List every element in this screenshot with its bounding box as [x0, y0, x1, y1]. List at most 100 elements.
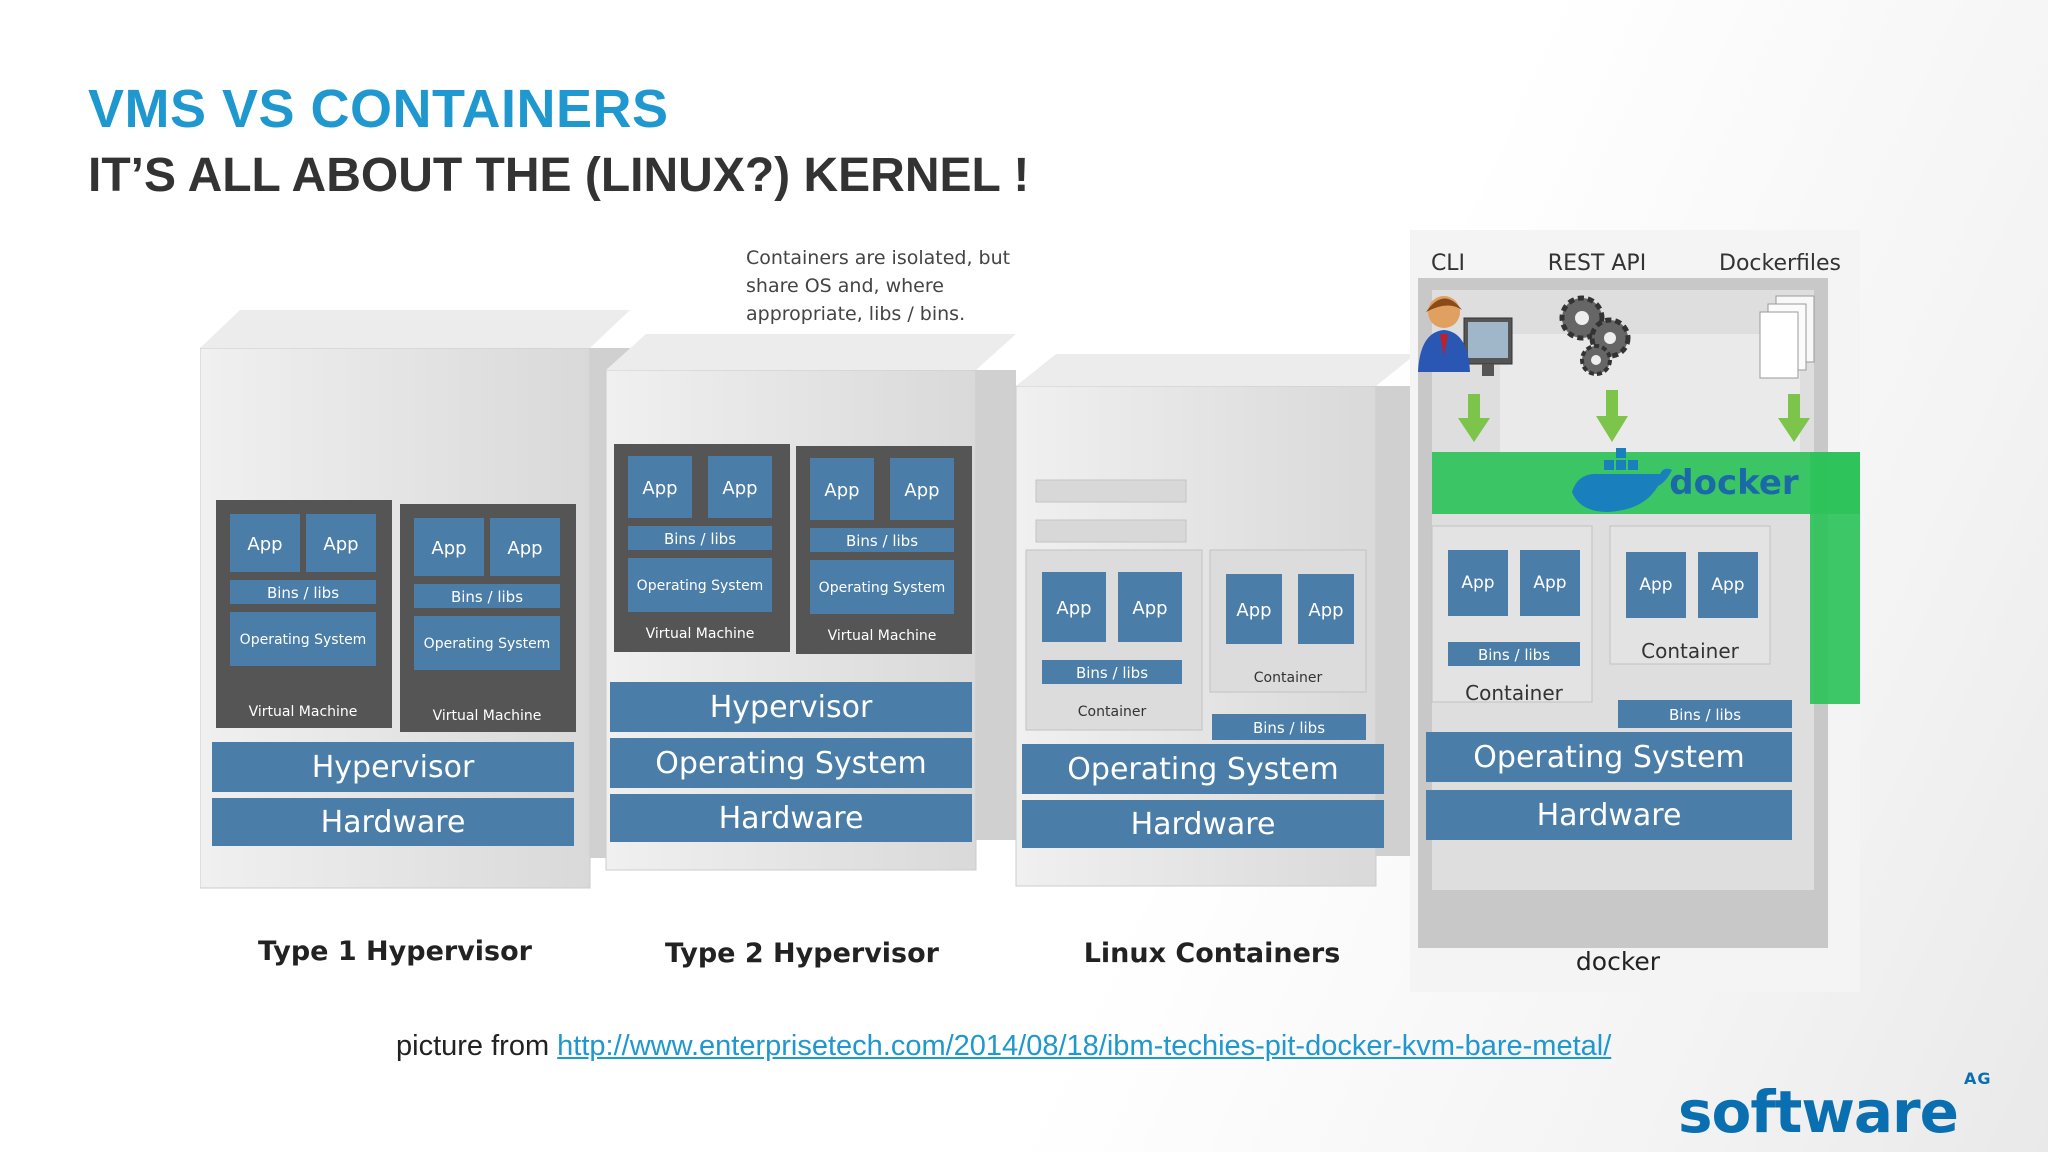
gears-icon: [1559, 295, 1631, 376]
app-label: App: [431, 538, 466, 559]
docker-logo-text: docker: [1669, 463, 1799, 503]
app-label: App: [1461, 573, 1494, 593]
os-label: Operating System: [819, 580, 946, 596]
documents-icon: [1759, 295, 1815, 379]
server-top: [606, 334, 1016, 370]
container-label: Container: [1641, 639, 1740, 663]
app-label: App: [1639, 575, 1672, 595]
logo-suffix: AG: [1964, 1068, 1992, 1088]
app-label: App: [722, 478, 757, 499]
hardware-layer: [212, 798, 574, 846]
drive-bay: [1035, 479, 1187, 503]
hardware-label: Hardware: [1131, 807, 1276, 842]
hardware-layer: [1426, 790, 1792, 840]
source-link[interactable]: http://www.enterprisetech.com/2014/08/18…: [557, 1030, 1612, 1062]
server-face-inner: [1500, 334, 1800, 454]
credit-prefix: picture from: [396, 1030, 558, 1062]
docker-engine-side: [1810, 452, 1860, 704]
container: App App Bins / libs Container: [1025, 549, 1203, 731]
hardware-layer: [1022, 800, 1384, 848]
bins-label: Bins / libs: [846, 532, 918, 550]
hypervisor-layer: [610, 682, 972, 732]
shared-bins-layer: [1618, 700, 1792, 728]
hardware-label: Hardware: [321, 805, 466, 840]
vm-label: Virtual Machine: [249, 704, 358, 720]
logo-text: software: [1678, 1078, 1959, 1146]
bins-label: Bins / libs: [1478, 646, 1550, 664]
linux-containers-group: App App Bins / libs Container App App Co…: [1015, 354, 1416, 969]
bins-label: Bins / libs: [1669, 706, 1741, 724]
app-label: App: [642, 478, 677, 499]
os-layer-label: Operating System: [1473, 740, 1744, 775]
picture-credit: picture from http://www.enterprisetech.c…: [396, 1030, 1611, 1063]
bins-label: Bins / libs: [1076, 664, 1148, 682]
vm-label: Virtual Machine: [433, 708, 542, 724]
container-label: Container: [1465, 681, 1564, 705]
virtual-machine: App App Bins / libs Operating System Vir…: [614, 444, 790, 652]
hypervisor-label: Hypervisor: [312, 750, 475, 785]
rest-api-label: REST API: [1548, 251, 1646, 276]
app-label: App: [1056, 598, 1091, 619]
app-label: App: [824, 480, 859, 501]
hardware-layer: [610, 794, 972, 842]
os-layer: [610, 738, 972, 788]
server-top: [200, 310, 630, 348]
app-label: App: [1308, 600, 1343, 621]
dockerfiles-label: Dockerfiles: [1719, 251, 1841, 276]
bins-label: Bins / libs: [1253, 719, 1325, 737]
vm-label: Virtual Machine: [828, 628, 937, 644]
bins-label: Bins / libs: [664, 530, 736, 548]
down-arrow-icon: [1778, 394, 1810, 442]
hardware-label: Hardware: [1537, 798, 1682, 833]
slide-subtitle: IT’S ALL ABOUT THE (LINUX?) KERNEL !: [88, 149, 1030, 202]
os-layer-label: Operating System: [1067, 752, 1338, 787]
caption-linux: Linux Containers: [1084, 938, 1341, 969]
os-label: Operating System: [637, 578, 764, 594]
os-layer: [1426, 732, 1792, 782]
caption-docker: docker: [1576, 947, 1661, 976]
container: App App Bins / libs Container: [1431, 525, 1593, 705]
container-label: Container: [1078, 704, 1147, 720]
virtual-machine: App App Bins / libs Operating System Vir…: [400, 504, 576, 732]
virtual-machine: App App Bins / libs Operating System Vir…: [216, 500, 392, 728]
caption-type1: Type 1 Hypervisor: [258, 936, 533, 967]
container: App App Container: [1609, 525, 1771, 665]
docker-whale-icon: [1572, 448, 1672, 512]
virtual-machine: App App Bins / libs Operating System Vir…: [796, 446, 972, 654]
app-label: App: [323, 534, 358, 555]
cli-label: CLI: [1431, 251, 1465, 276]
os-layer: [1022, 744, 1384, 794]
down-arrow-icon: [1458, 394, 1490, 442]
vm-label: Virtual Machine: [646, 626, 755, 642]
slide-title: VMS VS CONTAINERS: [88, 79, 669, 139]
app-label: App: [1711, 575, 1744, 595]
app-label: App: [1236, 600, 1271, 621]
os-label: Operating System: [240, 632, 367, 648]
caption-type2: Type 2 Hypervisor: [665, 938, 940, 969]
down-arrow-icon: [1596, 390, 1628, 442]
bins-label: Bins / libs: [267, 584, 339, 602]
app-label: App: [247, 534, 282, 555]
drive-bay: [1035, 519, 1187, 543]
server-top: [1016, 354, 1416, 386]
app-label: App: [507, 538, 542, 559]
app-label: App: [904, 480, 939, 501]
docker-group: CLI REST API Dockerfiles: [1410, 230, 1860, 992]
type2-hypervisor-group: App App Bins / libs Operating System Vir…: [605, 334, 1016, 969]
container-label: Container: [1254, 670, 1323, 686]
type1-hypervisor-group: App App Bins / libs Operating System Vir…: [200, 310, 630, 967]
architecture-diagram: App App Bins / libs Operating System Vir…: [200, 230, 1860, 992]
hypervisor-layer: [212, 742, 574, 792]
user-at-computer-icon: [1418, 296, 1513, 376]
bins-label: Bins / libs: [451, 588, 523, 606]
os-label: Operating System: [424, 636, 551, 652]
container: App App Container: [1209, 549, 1367, 693]
hardware-label: Hardware: [719, 801, 864, 836]
shared-bins-layer: [1212, 714, 1366, 740]
server-side: [976, 370, 1016, 840]
hypervisor-label: Hypervisor: [710, 690, 873, 725]
app-label: App: [1132, 598, 1167, 619]
app-label: App: [1533, 573, 1566, 593]
isolation-note: Containers are isolated, but share OS an…: [746, 247, 1011, 325]
